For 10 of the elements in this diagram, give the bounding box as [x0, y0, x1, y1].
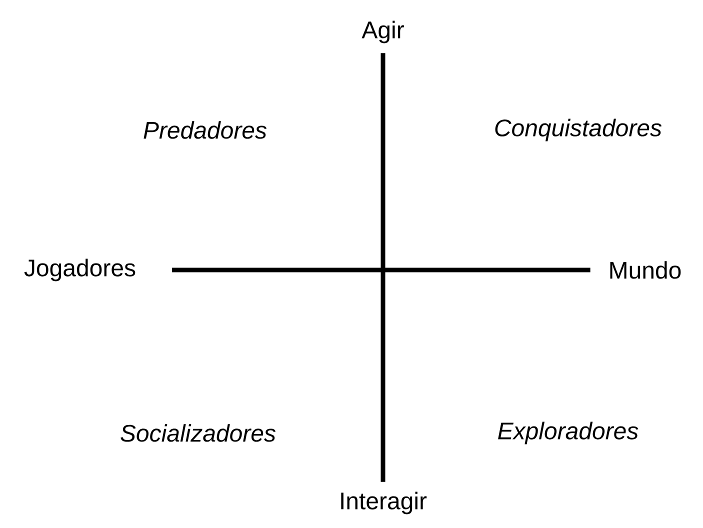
axis-label: Agir — [362, 20, 404, 44]
axis-label: Mundo — [610, 261, 681, 279]
quadrant-label: Predadores — [144, 121, 267, 139]
quadrant-label: Socializadores — [120, 424, 276, 442]
quadrant-label: Exploradores — [498, 422, 638, 444]
quadrant-label: Conquistadores — [495, 118, 662, 142]
axis-line — [380, 53, 386, 482]
axis-label: Interagir — [341, 492, 427, 514]
axis-label: Jogadores — [24, 258, 136, 282]
axis-line — [172, 268, 590, 272]
